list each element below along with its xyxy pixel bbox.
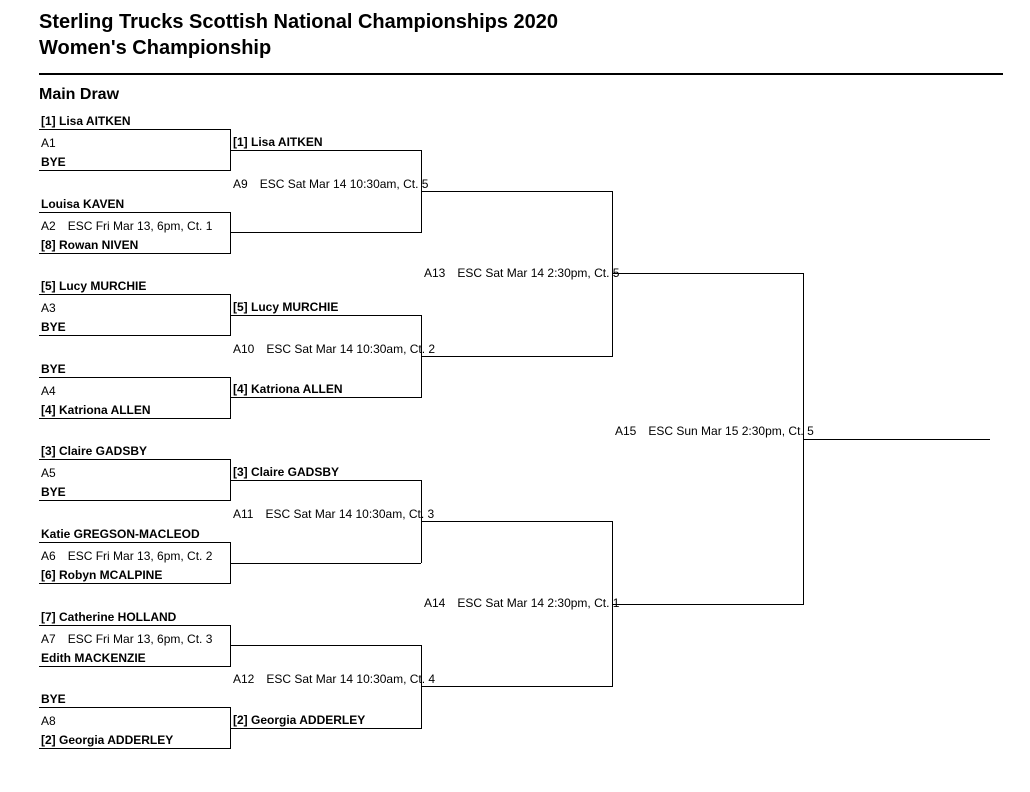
match-label: A14 ESC Sat Mar 14 2:30pm, Ct. 1 bbox=[424, 596, 619, 610]
page-title: Sterling Trucks Scottish National Champi… bbox=[39, 11, 559, 33]
player-name: [4] Katriona ALLEN bbox=[233, 382, 343, 397]
match-code: A8 bbox=[41, 714, 56, 729]
match-code: A4 bbox=[41, 383, 56, 398]
player-name: [7] Catherine HOLLAND bbox=[41, 609, 177, 624]
match-schedule: ESC Sat Mar 14 10:30am, Ct. 2 bbox=[266, 341, 436, 356]
player-name: [3] Claire GADSBY bbox=[233, 464, 340, 479]
player-line bbox=[39, 417, 230, 419]
player-line bbox=[230, 645, 421, 647]
player-line bbox=[421, 686, 612, 688]
match-label: A10 ESC Sat Mar 14 10:30am, Ct. 2 bbox=[233, 342, 435, 356]
player-line bbox=[421, 521, 612, 523]
player-name: BYE bbox=[41, 692, 66, 707]
player-name: [1] Lisa AITKEN bbox=[233, 134, 323, 149]
match-code: A11 bbox=[233, 506, 254, 521]
player-line bbox=[230, 562, 421, 564]
player-line bbox=[39, 129, 230, 130]
player-line bbox=[230, 232, 421, 234]
player-line bbox=[39, 211, 230, 213]
match-label: A12 ESC Sat Mar 14 10:30am, Ct. 4 bbox=[233, 672, 435, 686]
player-line bbox=[39, 294, 230, 296]
player-name: [3] Claire GADSBY bbox=[41, 444, 148, 459]
player-line bbox=[39, 252, 230, 254]
player-name: [6] Robyn MCALPINE bbox=[41, 568, 163, 582]
match-schedule: ESC Sun Mar 15 2:30pm, Ct. 5 bbox=[648, 423, 814, 438]
match-schedule: ESC Fri Mar 13, 6pm, Ct. 1 bbox=[67, 218, 213, 233]
match-label: A2 ESC Fri Mar 13, 6pm, Ct. 1 bbox=[41, 219, 212, 233]
match-code: A15 bbox=[615, 423, 637, 438]
match-code: A3 bbox=[41, 301, 56, 316]
player-line bbox=[612, 273, 803, 275]
match-label: A8 bbox=[41, 714, 68, 728]
player-line bbox=[39, 624, 230, 626]
match-code: A1 bbox=[41, 136, 56, 150]
player-name: BYE bbox=[41, 361, 66, 376]
player-line bbox=[421, 356, 612, 357]
header-rule bbox=[39, 73, 1003, 75]
player-line bbox=[39, 376, 230, 378]
player-line bbox=[39, 170, 230, 171]
match-label: A3 bbox=[41, 301, 68, 315]
player-name: Louisa KAVEN bbox=[41, 196, 125, 211]
final-match-label: A15 ESC Sun Mar 15 2:30pm, Ct. 5 bbox=[615, 424, 814, 438]
player-name: Edith MACKENZIE bbox=[41, 650, 146, 665]
match-code: A9 bbox=[233, 176, 248, 191]
match-code: A13 bbox=[424, 265, 446, 280]
match-code: A10 bbox=[233, 341, 255, 356]
section-title: Main Draw bbox=[39, 86, 120, 103]
player-line bbox=[39, 583, 230, 584]
match-code: A12 bbox=[233, 672, 255, 687]
player-name: BYE bbox=[41, 320, 66, 335]
player-line bbox=[230, 727, 421, 729]
player-name: [1] Lisa AITKEN bbox=[41, 114, 131, 128]
player-line bbox=[230, 479, 421, 481]
player-line bbox=[39, 748, 230, 750]
player-name: [4] Katriona ALLEN bbox=[41, 402, 151, 417]
match-code: A7 bbox=[41, 631, 56, 646]
player-name: [2] Georgia ADDERLEY bbox=[233, 712, 366, 727]
match-label: A6 ESC Fri Mar 13, 6pm, Ct. 2 bbox=[41, 549, 212, 563]
player-name: [8] Rowan NIVEN bbox=[41, 237, 139, 252]
player-line bbox=[230, 314, 421, 316]
player-line bbox=[39, 500, 230, 502]
player-line bbox=[39, 707, 230, 709]
player-name: BYE bbox=[41, 155, 66, 169]
match-label: A11 ESC Sat Mar 14 10:30am, Ct. 3 bbox=[233, 507, 434, 521]
player-line bbox=[39, 335, 230, 337]
player-name: Katie GREGSON-MACLEOD bbox=[41, 527, 200, 541]
match-schedule: ESC Fri Mar 13, 6pm, Ct. 3 bbox=[67, 631, 213, 646]
player-line bbox=[421, 190, 612, 192]
match-label: A4 bbox=[41, 384, 68, 398]
match-code: A5 bbox=[41, 466, 56, 481]
match-schedule: ESC Sat Mar 14 2:30pm, Ct. 1 bbox=[457, 596, 620, 611]
champion-line bbox=[803, 438, 990, 440]
match-label: A5 bbox=[41, 466, 68, 480]
player-name: [5] Lucy MURCHIE bbox=[233, 299, 339, 314]
match-label: A1 bbox=[41, 136, 68, 150]
player-line bbox=[612, 603, 803, 605]
player-name: [5] Lucy MURCHIE bbox=[41, 279, 147, 294]
match-schedule: ESC Sat Mar 14 10:30am, Ct. 5 bbox=[259, 176, 429, 191]
page-subtitle: Women's Championship bbox=[39, 37, 272, 59]
match-schedule: ESC Sat Mar 14 10:30am, Ct. 4 bbox=[266, 672, 436, 687]
match-code: A14 bbox=[424, 596, 446, 611]
player-name: [2] Georgia ADDERLEY bbox=[41, 733, 174, 748]
match-code: A6 bbox=[41, 549, 56, 563]
player-line bbox=[39, 665, 230, 667]
match-schedule: ESC Sat Mar 14 10:30am, Ct. 3 bbox=[265, 506, 435, 521]
player-name: BYE bbox=[41, 485, 66, 500]
player-line bbox=[230, 397, 421, 399]
match-schedule: ESC Sat Mar 14 2:30pm, Ct. 5 bbox=[457, 265, 620, 280]
player-line bbox=[39, 459, 230, 461]
match-code: A2 bbox=[41, 218, 56, 233]
player-line bbox=[39, 542, 230, 543]
match-label: A9 ESC Sat Mar 14 10:30am, Ct. 5 bbox=[233, 177, 428, 191]
match-schedule: ESC Fri Mar 13, 6pm, Ct. 2 bbox=[67, 549, 213, 563]
match-label: A7 ESC Fri Mar 13, 6pm, Ct. 3 bbox=[41, 632, 212, 646]
player-line bbox=[230, 149, 421, 151]
match-label: A13 ESC Sat Mar 14 2:30pm, Ct. 5 bbox=[424, 266, 619, 280]
